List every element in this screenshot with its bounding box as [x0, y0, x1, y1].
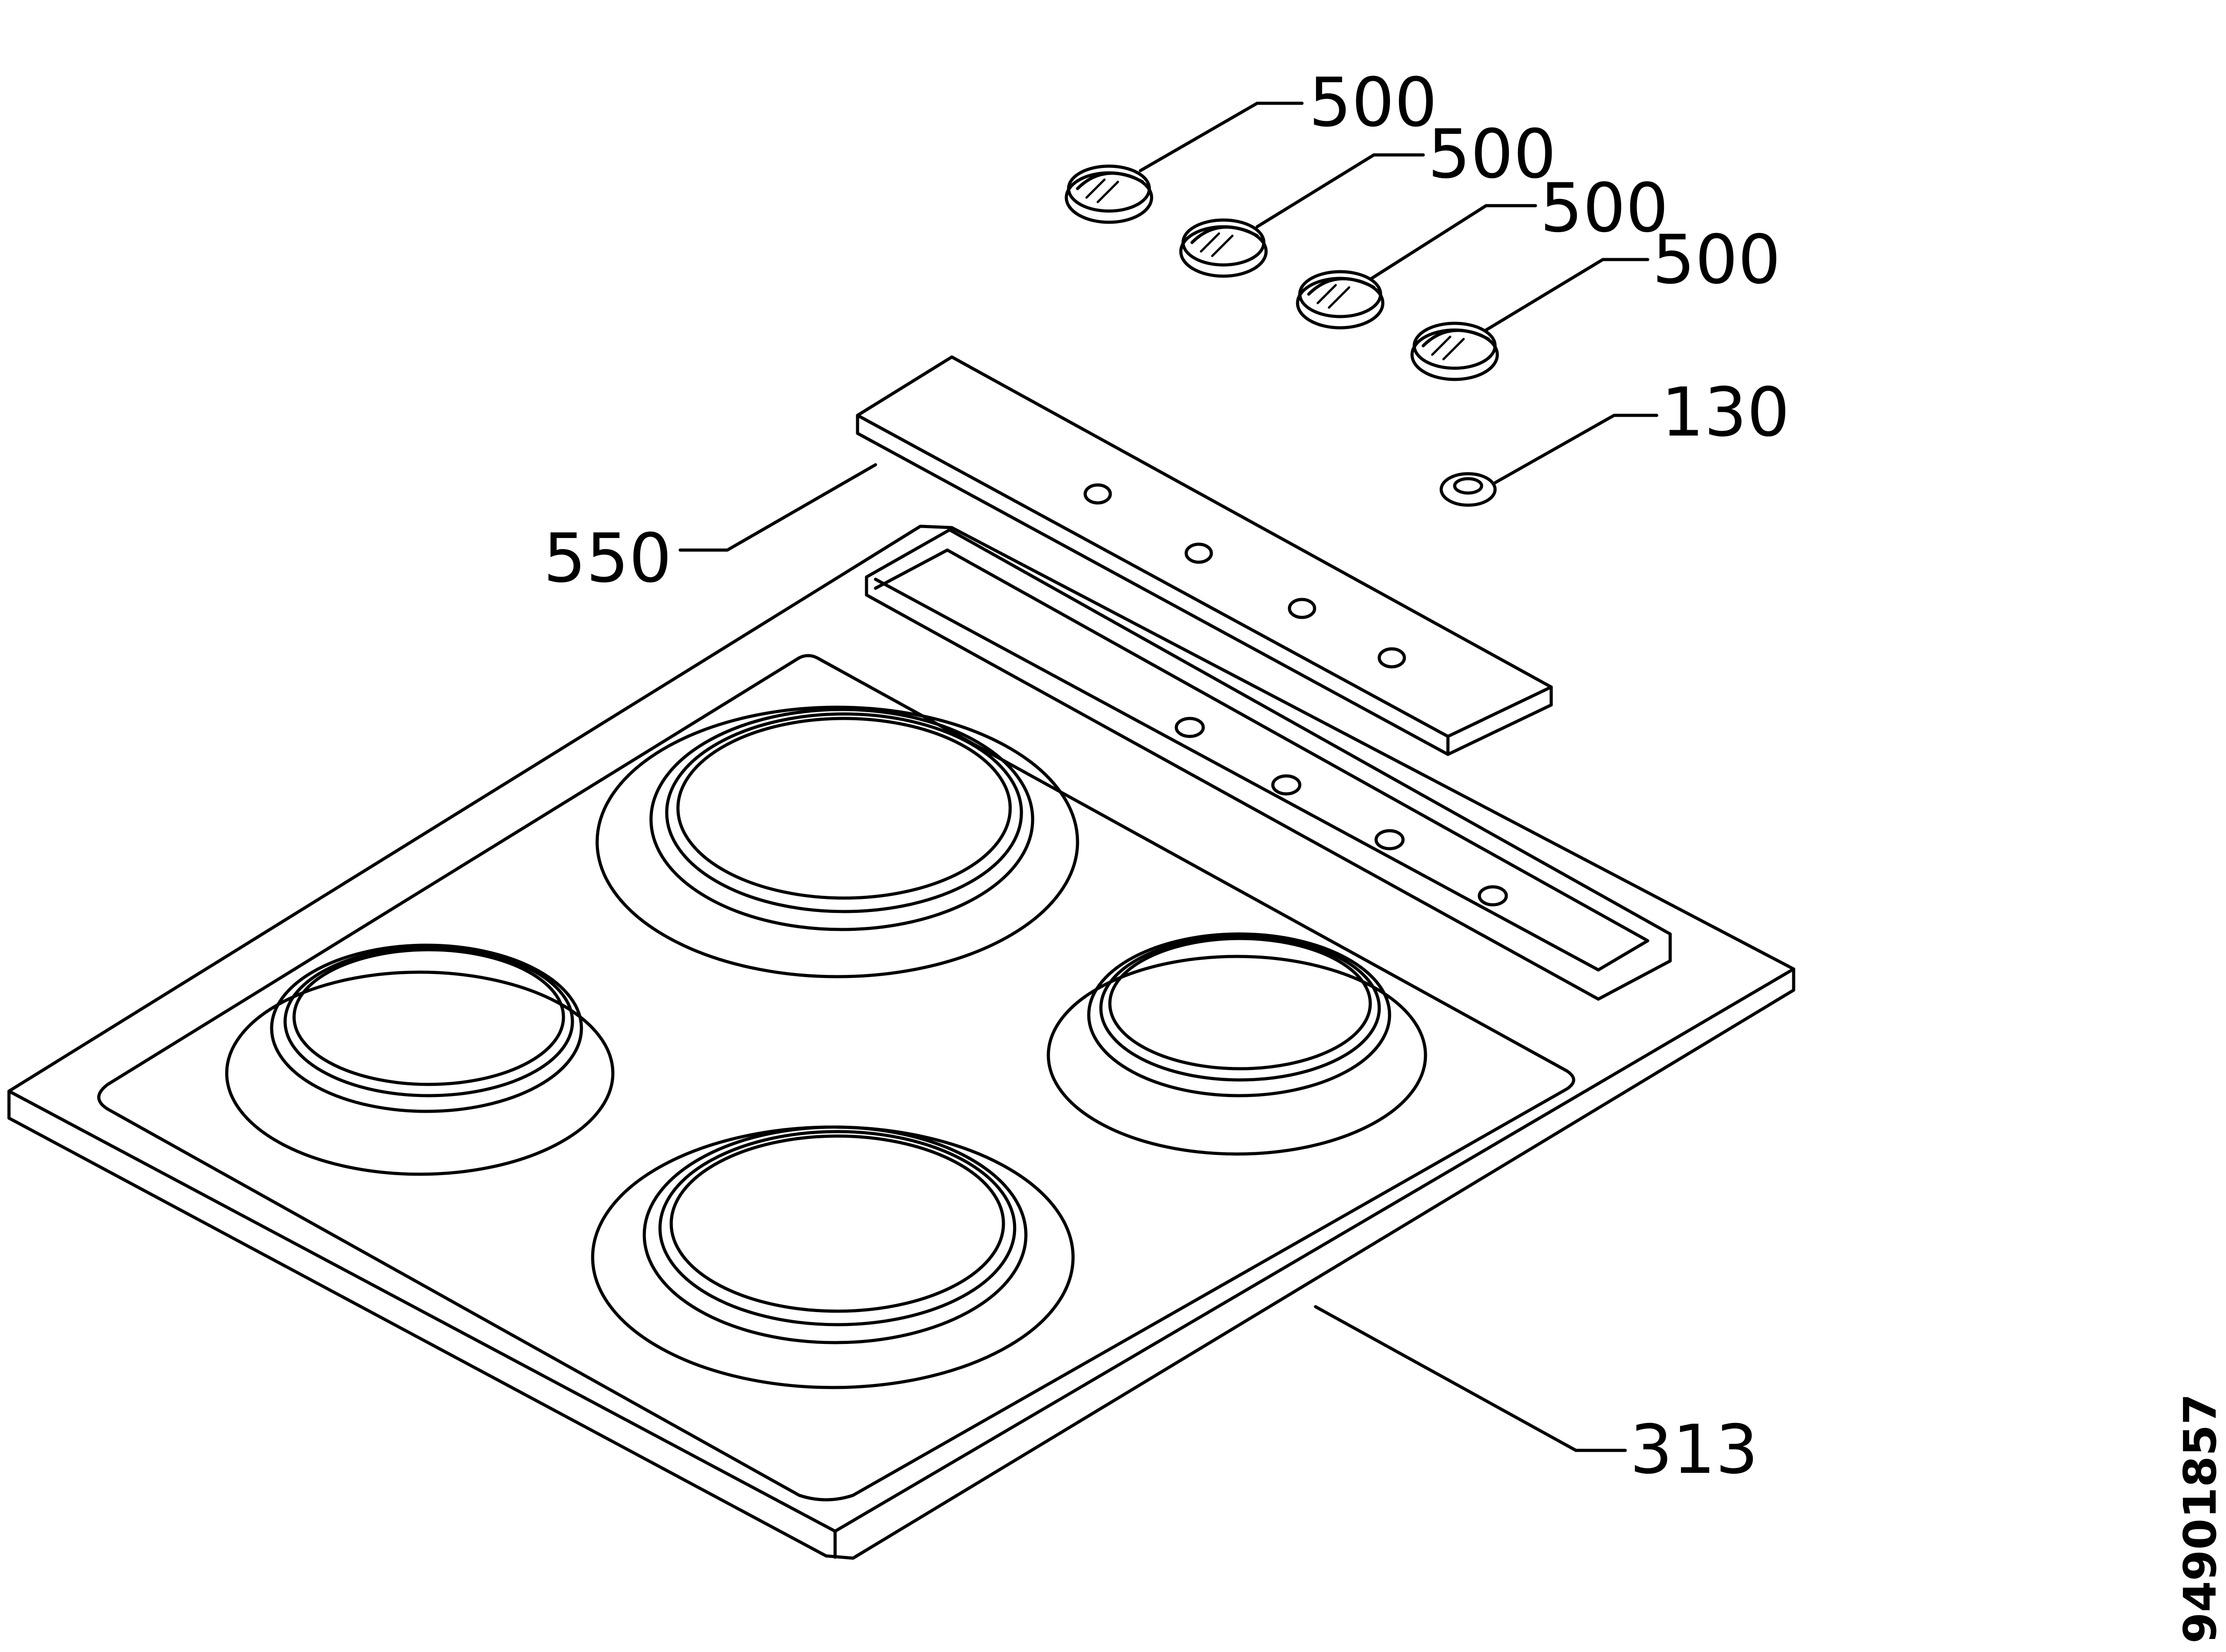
- hotplate-rear-right: [1047, 932, 1427, 1156]
- panel-hole: [1377, 647, 1406, 669]
- panel-hole: [1288, 598, 1316, 619]
- hotplate-front-center: [591, 1125, 1075, 1389]
- strip-hole: [1478, 885, 1508, 907]
- strip-hole: [1175, 717, 1205, 738]
- label-hob-top: 313: [1630, 1411, 1758, 1489]
- hob-top-plate: [7, 524, 1795, 1560]
- hole-plug: [1439, 472, 1497, 507]
- knob-3: [1296, 270, 1385, 330]
- label-knob-4: 500: [1652, 221, 1781, 299]
- control-panel-trim: [856, 355, 1553, 756]
- strip-hole: [1374, 829, 1405, 850]
- label-control-panel: 550: [543, 520, 672, 598]
- document-number: 94901857: [2174, 1393, 2226, 1643]
- leader-lines: [678, 101, 1659, 1452]
- strip-hole: [1271, 774, 1302, 796]
- hotplate-front-left: [225, 943, 615, 1176]
- knob-4: [1410, 322, 1499, 381]
- label-knob-2: 500: [1428, 115, 1556, 194]
- hotplate-rear-left: [595, 705, 1079, 978]
- panel-hole: [1184, 542, 1213, 564]
- panel-hole: [1083, 483, 1112, 505]
- knob-2: [1179, 218, 1268, 278]
- label-knob-3: 500: [1540, 169, 1668, 247]
- label-knob-1: 500: [1309, 64, 1437, 142]
- label-plug: 130: [1661, 374, 1790, 452]
- knob-1: [1065, 164, 1153, 224]
